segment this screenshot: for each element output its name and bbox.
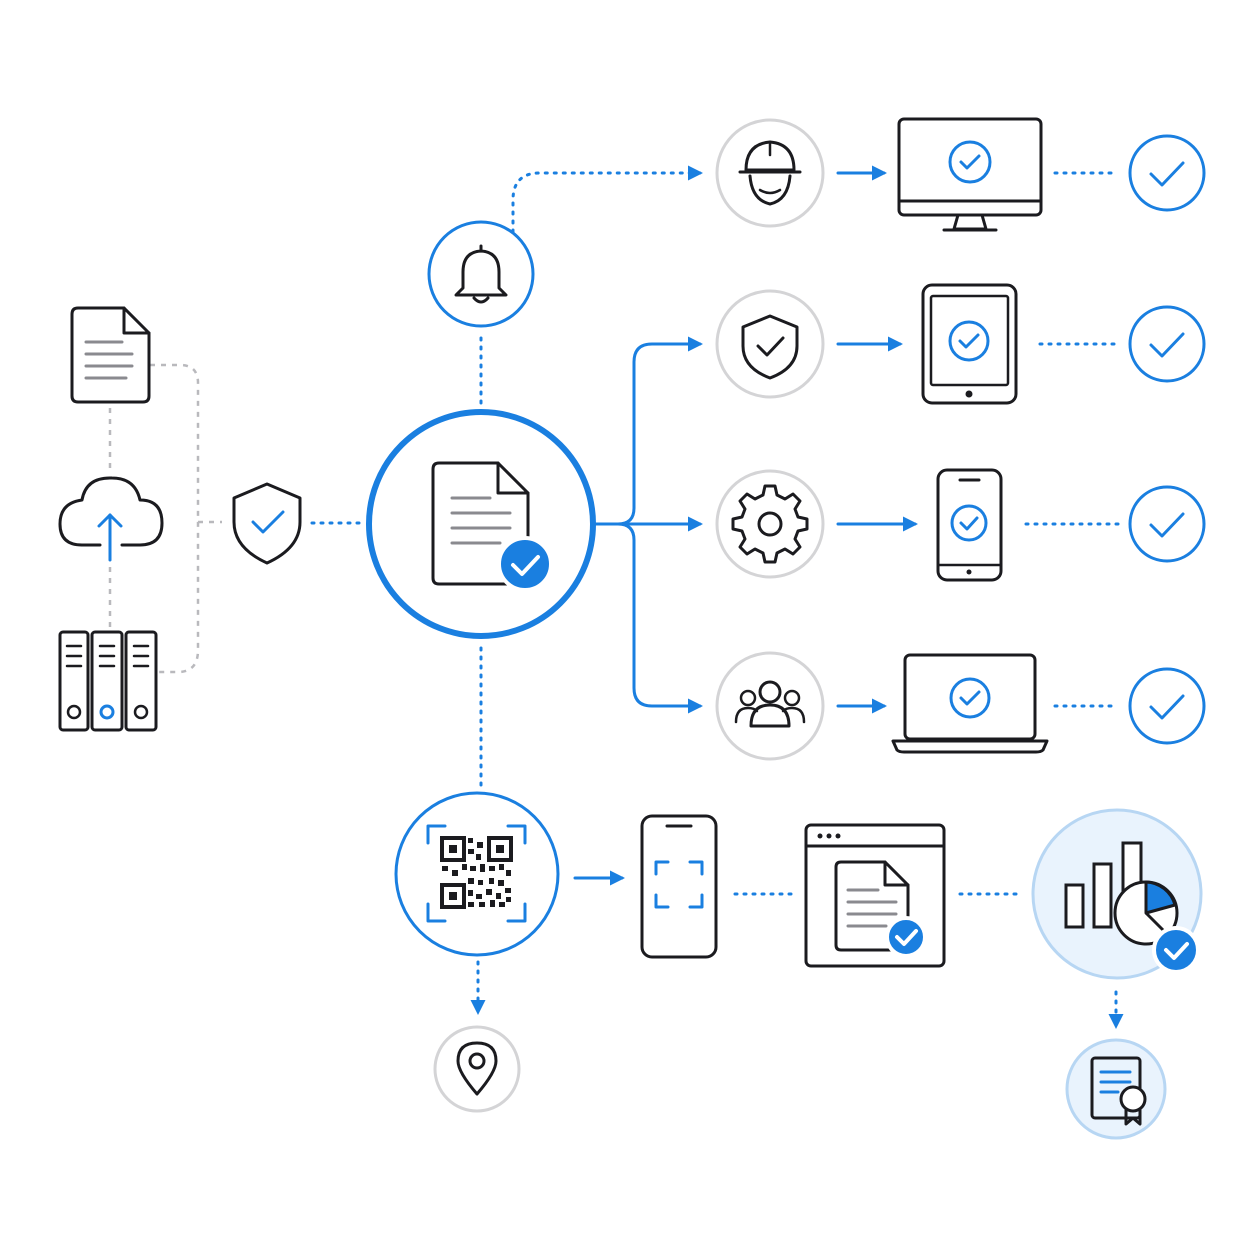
user-group-icon xyxy=(734,680,806,728)
source-connector xyxy=(150,363,200,674)
hub-branch-connector xyxy=(594,336,703,526)
laptop-icon xyxy=(891,653,1049,754)
branch-status xyxy=(1128,305,1206,383)
check-circle-icon xyxy=(1149,694,1185,720)
verified-document-icon xyxy=(431,461,553,592)
source-cloud xyxy=(58,476,164,562)
shield-check-icon xyxy=(232,482,302,565)
check-circle-icon xyxy=(1149,161,1185,187)
hub-node[interactable] xyxy=(366,409,596,639)
scan-phone[interactable] xyxy=(640,814,718,959)
branch-role-security[interactable] xyxy=(715,289,825,399)
tablet-icon xyxy=(921,283,1018,405)
branch-device-laptop[interactable] xyxy=(891,653,1049,754)
check-circle-icon xyxy=(1149,512,1185,538)
hub-branch-connector xyxy=(594,522,703,714)
bell-icon xyxy=(454,244,508,304)
certificate-node[interactable] xyxy=(1065,1038,1167,1140)
map-pin-icon xyxy=(456,1041,498,1096)
smartphone-icon xyxy=(936,468,1003,582)
branch-role-team[interactable] xyxy=(715,651,825,761)
analytics-node[interactable] xyxy=(1031,808,1203,980)
bell-to-role-connector xyxy=(511,165,703,234)
browser-document[interactable] xyxy=(804,823,946,968)
cloud-upload-icon xyxy=(58,476,164,562)
analytics-chart-icon xyxy=(1064,841,1200,974)
qr-code-icon xyxy=(426,824,527,923)
certificate-icon xyxy=(1090,1056,1147,1126)
browser-document-icon xyxy=(804,823,946,968)
branch-role-settings[interactable] xyxy=(715,469,825,579)
check-circle-icon xyxy=(1149,332,1185,358)
branch-device-desktop[interactable] xyxy=(897,117,1043,232)
qr-node[interactable] xyxy=(394,791,560,957)
document-icon xyxy=(70,306,151,404)
gate-shield xyxy=(232,482,302,565)
archive-binders-icon xyxy=(58,630,158,732)
desktop-monitor-icon xyxy=(897,117,1043,232)
source-document xyxy=(70,306,151,404)
location-node[interactable] xyxy=(433,1025,521,1113)
branch-status xyxy=(1128,485,1206,563)
worker-helmet-icon xyxy=(738,140,802,206)
phone-scanner-icon xyxy=(640,814,718,959)
branch-device-phone[interactable] xyxy=(936,468,1003,582)
notification-node[interactable] xyxy=(427,220,535,328)
branch-status xyxy=(1128,667,1206,745)
branch-role-worker[interactable] xyxy=(715,118,825,228)
gear-icon xyxy=(731,484,809,564)
source-archive xyxy=(58,630,158,732)
branch-status xyxy=(1128,134,1206,212)
branch-device-tablet[interactable] xyxy=(921,283,1018,405)
connectors xyxy=(108,165,1124,1029)
shield-check-icon xyxy=(741,314,799,380)
